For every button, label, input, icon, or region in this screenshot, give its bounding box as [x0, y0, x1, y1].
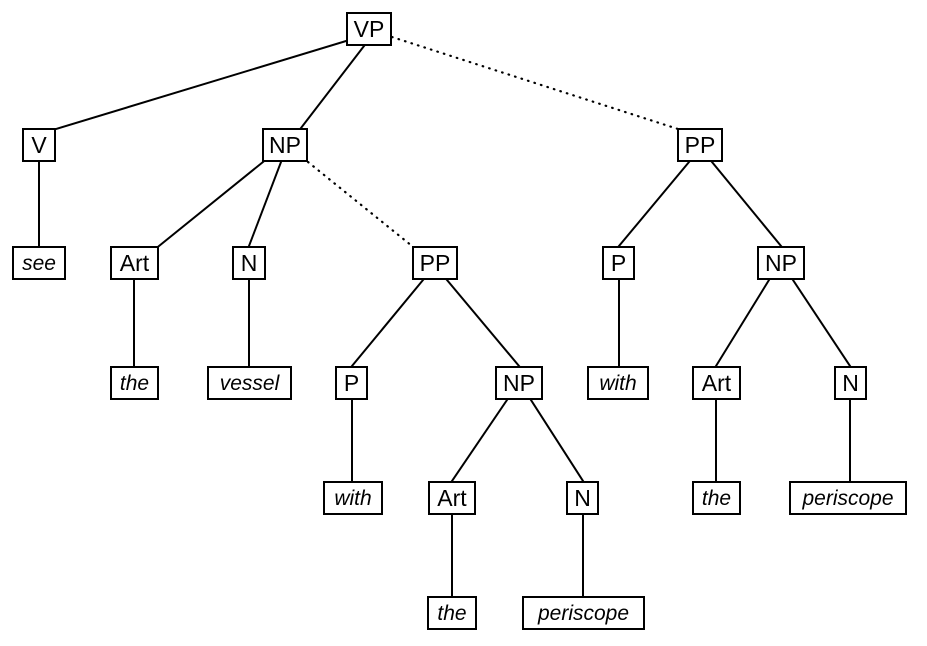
- tree-node-label-the1: the: [119, 371, 150, 395]
- tree-node-label-v: V: [31, 131, 47, 158]
- tree-node-label-n_mid: N: [574, 484, 591, 511]
- tree-node-with_mid: with: [323, 481, 383, 515]
- tree-edge-np-mid-n-mid: [529, 398, 585, 483]
- tree-edge-pp-right-np-right: [710, 160, 783, 248]
- tree-node-label-the_mid: the: [437, 601, 467, 625]
- tree-node-the1: the: [110, 366, 159, 400]
- tree-node-label-per_right: periscope: [802, 486, 894, 510]
- tree-edge-vp-v: [54, 39, 348, 131]
- tree-edge-pp-right-p-right: [617, 160, 691, 248]
- tree-edge-pp-mid-np-mid: [445, 278, 521, 368]
- tree-node-label-vp: VP: [353, 15, 385, 42]
- tree-node-n1: N: [232, 246, 266, 280]
- tree-node-label-with_right: with: [599, 371, 637, 395]
- tree-edge-np-mid-art-mid: [450, 398, 509, 483]
- tree-node-p_right: P: [602, 246, 635, 280]
- tree-edge-np-right-art-right: [714, 278, 771, 368]
- tree-node-label-p_mid: P: [343, 369, 360, 396]
- tree-edge-pp-mid-p-mid: [350, 278, 425, 368]
- tree-node-label-per_mid: periscope: [537, 601, 630, 625]
- tree-edge-vp-pp-right: [390, 35, 680, 131]
- tree-node-label-pp_mid: PP: [419, 249, 451, 276]
- tree-node-pp_mid: PP: [412, 246, 458, 280]
- tree-node-label-see: see: [22, 251, 56, 275]
- tree-node-pp_right: PP: [677, 128, 723, 162]
- tree-node-vp: VP: [346, 12, 392, 46]
- tree-node-label-np_right: NP: [765, 249, 797, 276]
- tree-node-with_right: with: [587, 366, 649, 400]
- tree-node-label-the_right: the: [701, 486, 732, 510]
- tree-node-np_right: NP: [757, 246, 805, 280]
- edges-group: [38, 35, 852, 597]
- tree-edge-np1-pp-mid: [306, 160, 414, 248]
- tree-node-np1: NP: [262, 128, 308, 162]
- tree-edge-vp-np1: [299, 44, 366, 130]
- tree-node-per_right: periscope: [789, 481, 907, 515]
- tree-node-per_mid: periscope: [522, 596, 645, 630]
- tree-node-see: see: [12, 246, 66, 280]
- tree-node-label-np1: NP: [269, 131, 301, 158]
- tree-node-label-art_right: Art: [701, 369, 732, 396]
- tree-node-label-pp_right: PP: [684, 131, 716, 158]
- tree-node-label-art_mid: Art: [437, 484, 467, 511]
- tree-node-label-p_right: P: [610, 249, 627, 276]
- tree-node-p_mid: P: [335, 366, 368, 400]
- tree-node-n_mid: N: [566, 481, 599, 515]
- tree-node-vessel: vessel: [207, 366, 292, 400]
- tree-node-art_right: Art: [692, 366, 741, 400]
- tree-node-art1: Art: [110, 246, 159, 280]
- tree-edge-np1-n1: [247, 160, 283, 248]
- tree-edge-np-right-n-right: [791, 278, 852, 368]
- tree-node-np_mid: NP: [495, 366, 543, 400]
- tree-node-art_mid: Art: [428, 481, 476, 515]
- tree-node-label-n_right: N: [842, 369, 859, 396]
- tree-node-the_mid: the: [427, 596, 477, 630]
- tree-node-the_right: the: [692, 481, 741, 515]
- tree-node-v: V: [22, 128, 56, 162]
- tree-node-label-np_mid: NP: [503, 369, 535, 396]
- tree-node-label-art1: Art: [119, 249, 150, 276]
- tree-node-label-n1: N: [240, 249, 258, 276]
- tree-node-n_right: N: [834, 366, 867, 400]
- tree-edge-np1-art1: [157, 160, 265, 248]
- tree-node-label-with_mid: with: [334, 486, 372, 510]
- tree-node-label-vessel: vessel: [219, 371, 280, 395]
